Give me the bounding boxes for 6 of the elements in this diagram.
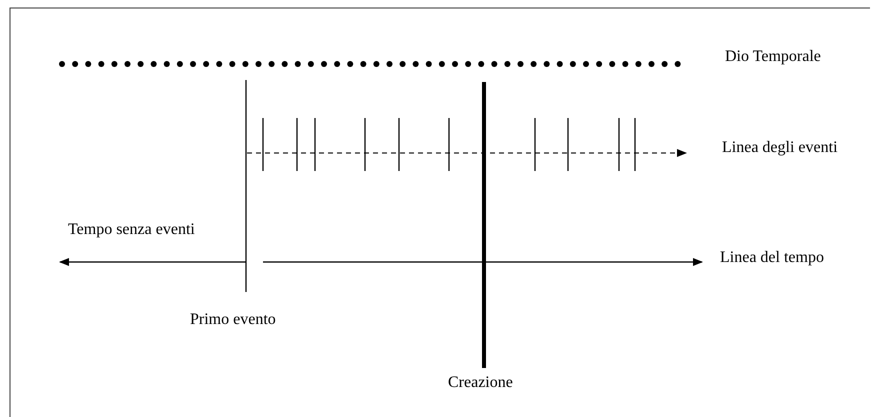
- line-label: Linea del tempo: [720, 249, 824, 267]
- line-label: Dio Temporale: [725, 48, 821, 66]
- region-label: Tempo senza eventi: [68, 221, 195, 239]
- line-label: Linea degli eventi: [722, 139, 838, 157]
- marker-label: Creazione: [448, 374, 513, 392]
- marker-label: Primo evento: [190, 311, 276, 329]
